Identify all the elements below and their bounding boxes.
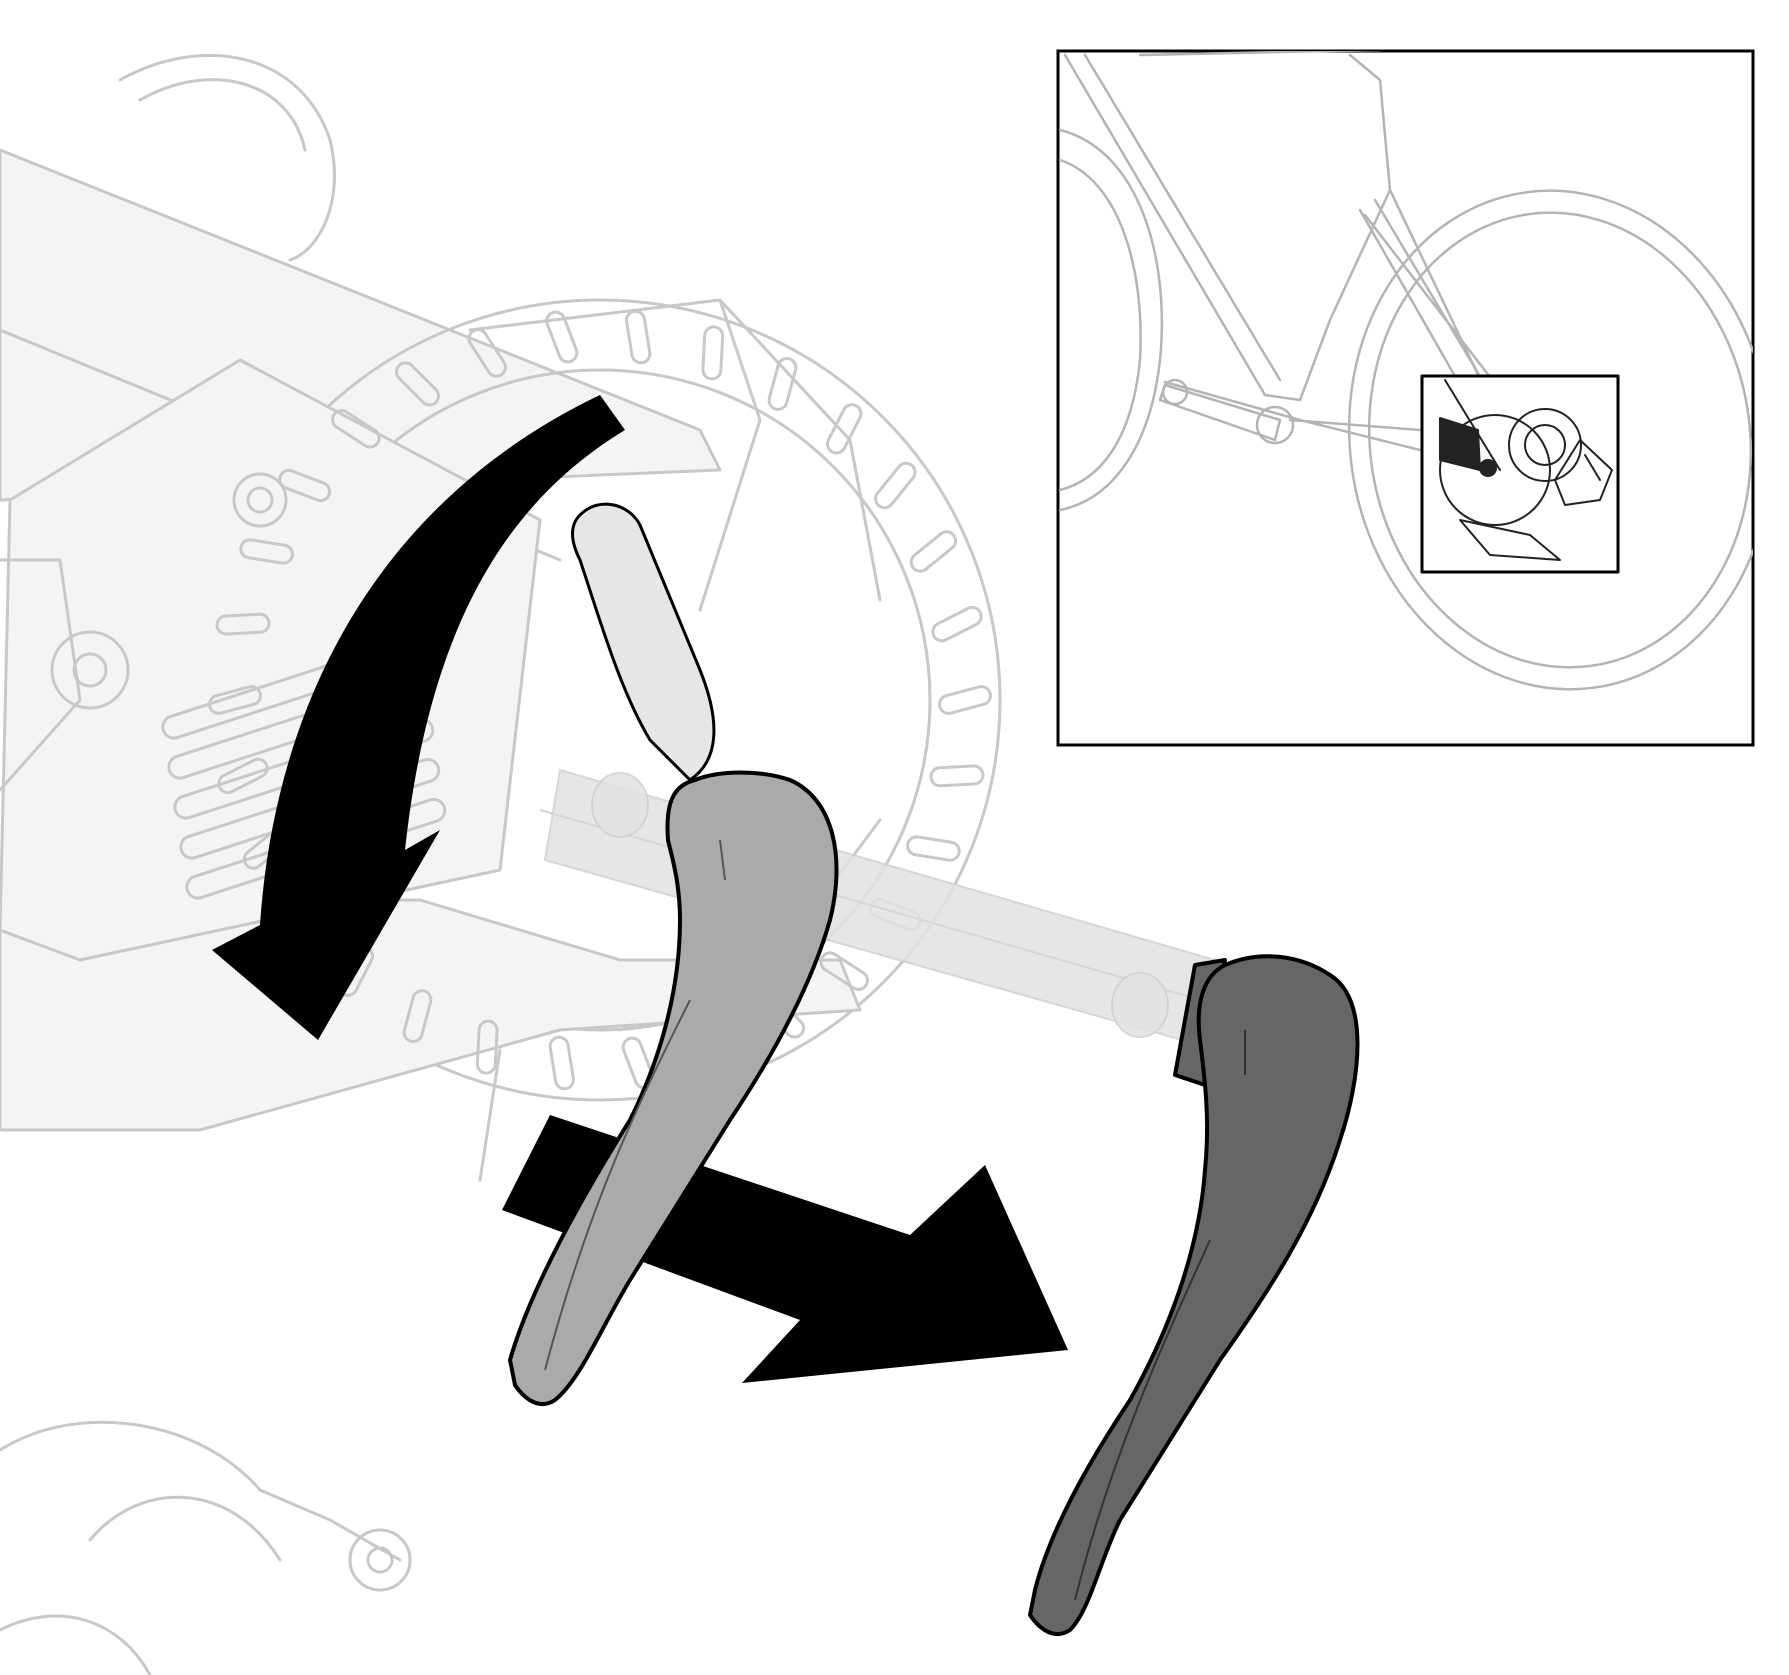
disc-vent-slot: [331, 409, 381, 449]
lever-open-position: [508, 770, 839, 1406]
faded-wheel-top: [118, 53, 336, 262]
disc-vent-slot: [701, 325, 725, 381]
inset-rear-wheel-inner: [1367, 211, 1753, 669]
disc-vent-slot: [874, 461, 917, 510]
lever-removed-highlight: [1074, 1030, 1246, 1601]
disc-vent-slot: [217, 757, 269, 795]
disc-vent-slot: [467, 328, 507, 378]
lever-removed-position: [1028, 954, 1360, 1636]
inset-detail-box: [1420, 374, 1620, 574]
disc-vent-slot: [767, 356, 798, 411]
lever-open-highlight: [544, 839, 726, 1371]
inset-detail-disc: [1439, 414, 1551, 526]
faded-derailleur-pulley: [348, 1528, 412, 1592]
inset-bottom-bracket: [1255, 405, 1295, 445]
inset-detail-derailleur: [1554, 439, 1613, 506]
ghost-axle-center-line: [539, 809, 1201, 1001]
disc-vent-slot: [239, 538, 294, 565]
inset-detail-hub-inner: [1524, 424, 1566, 466]
faded-caliper-bolt: [50, 630, 130, 710]
disc-vent-slot: [909, 530, 958, 573]
disc-vent-slot: [215, 612, 271, 636]
inset-frame-border: [1056, 49, 1755, 747]
disc-vent-slot: [278, 468, 332, 503]
ghost-axle-end-right: [1111, 972, 1169, 1038]
faded-derailleur: [0, 1420, 402, 1675]
disc-vent-slot: [208, 685, 262, 715]
disc-vent-slot: [548, 1035, 575, 1091]
lever-open-body: [508, 770, 839, 1406]
faded-pivot-inner: [246, 486, 274, 514]
inset-detail-axle: [1479, 459, 1497, 477]
inset-detail-hub: [1508, 408, 1582, 482]
faded-pivot: [232, 472, 288, 528]
inset-detail-drawing: [1439, 379, 1613, 561]
ghost-axle-end-left: [591, 772, 649, 838]
disc-vent-slot: [825, 403, 863, 455]
inset-detail-dropout: [1444, 379, 1561, 561]
disc-vent-slot: [938, 685, 992, 715]
disc-vent-slot: [545, 310, 579, 364]
disc-vent-slot: [931, 605, 983, 643]
faded-derailleur-pulley-inner: [366, 1546, 394, 1574]
faded-caliper-cutout: [0, 558, 82, 792]
inset-crank-arm: [1158, 383, 1282, 442]
disc-vent-slot: [819, 951, 869, 991]
disc-vent-slot: [906, 835, 961, 862]
inset-left-wheel: [1058, 128, 1164, 512]
inset-overview: [1056, 49, 1755, 747]
disc-vent-slot: [475, 1019, 499, 1075]
lever-removed-body: [1028, 954, 1360, 1636]
ghost-lever-start: [571, 502, 716, 782]
disc-vent-slot: [929, 764, 985, 788]
disc-vent-slot: [394, 361, 441, 407]
disc-vent-slot: [402, 989, 433, 1044]
inset-crank-pedal: [1161, 378, 1189, 406]
inset-rear-wheel-outer: [1347, 189, 1753, 691]
disc-vent-slot: [625, 309, 652, 365]
faded-dropout-lower: [0, 898, 862, 1132]
faded-caliper-bolt-inner: [72, 652, 108, 688]
rotate-lever-arrow: [212, 395, 625, 1040]
